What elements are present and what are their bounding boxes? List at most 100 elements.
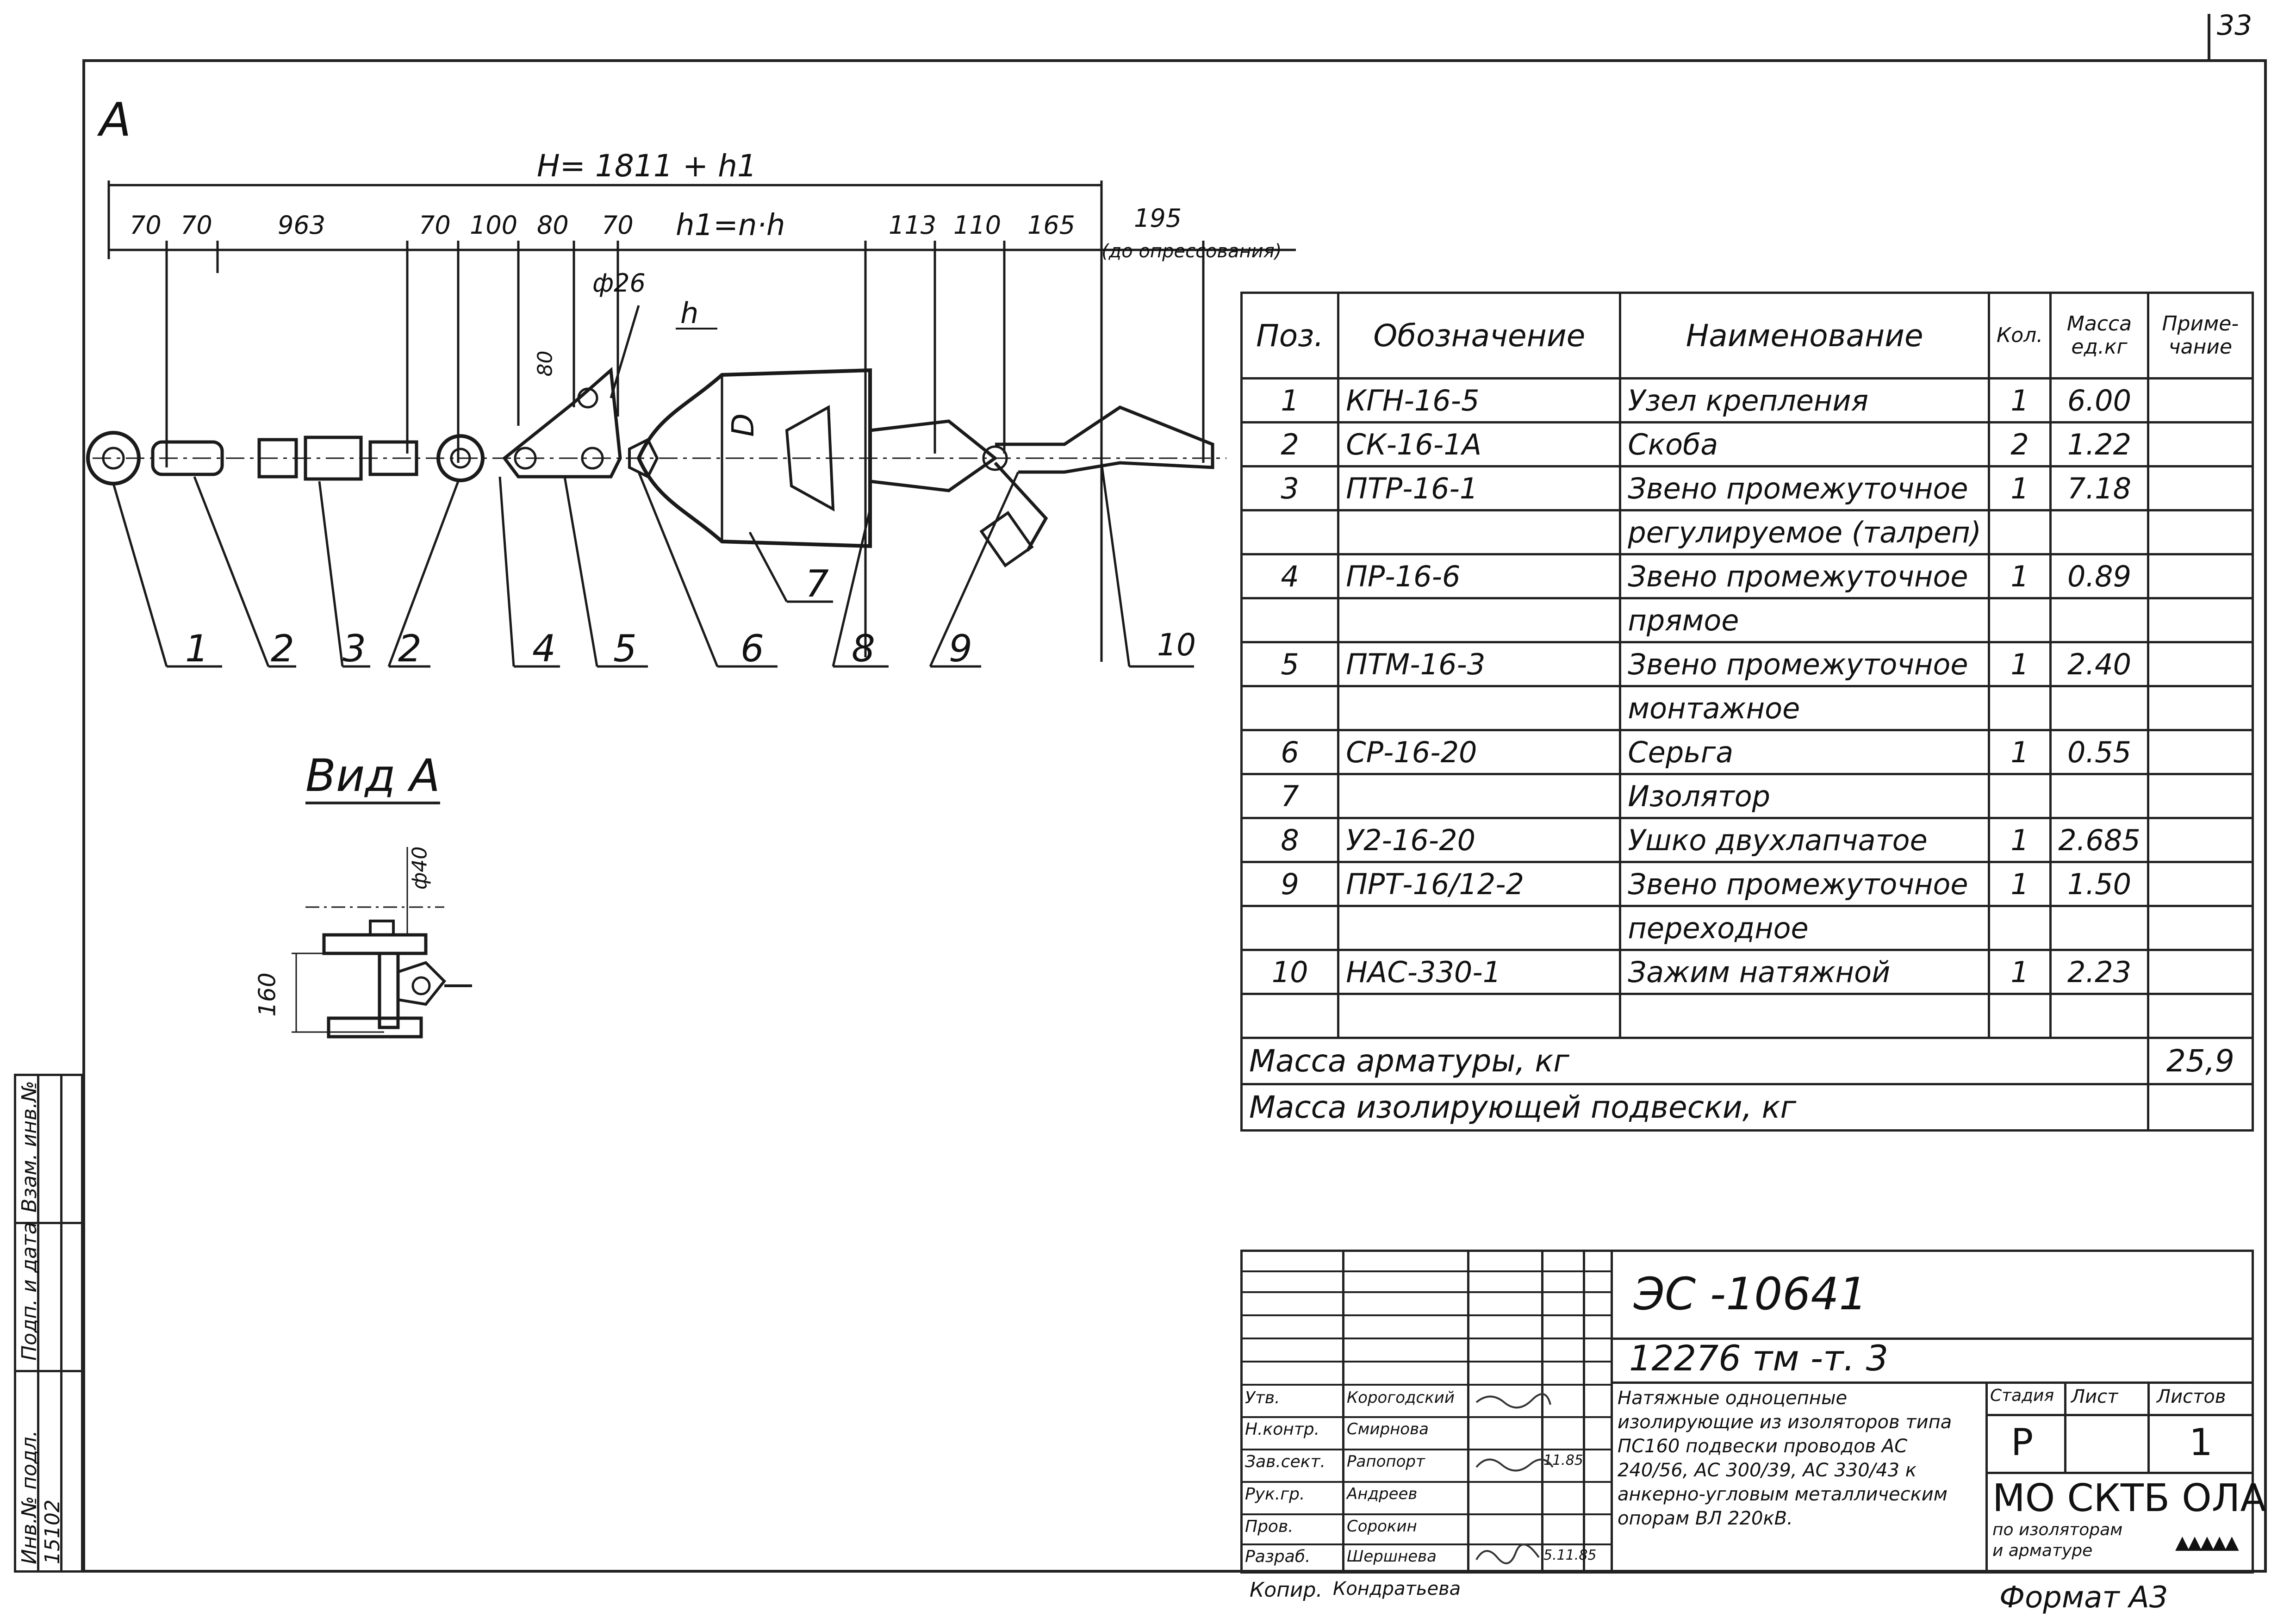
role-checked: Пров. <box>1245 1517 1294 1536</box>
role-developed: Разраб. <box>1245 1547 1311 1566</box>
row-designation: СР-16-20 <box>1337 729 1622 775</box>
row-designation: ПТМ-16-3 <box>1337 641 1622 687</box>
row-designation <box>1337 905 1622 951</box>
org-name: МО СКТБ ОЛА <box>1992 1476 2266 1520</box>
header-name: Наименование <box>1619 292 1990 380</box>
sheets-value: 1 <box>2189 1421 2213 1464</box>
row-qty: 1 <box>1987 553 2052 599</box>
row-mass: 1.22 <box>2049 421 2149 467</box>
view-marker: A <box>100 93 131 147</box>
dim-70-d: 70 <box>602 211 634 240</box>
dim-195: 195 <box>1134 204 1182 233</box>
org-logo-icon: ▲▲▲▲▲ <box>2175 1532 2239 1553</box>
org-line-2: по изоляторам <box>1992 1520 2123 1539</box>
header-designation: Обозначение <box>1337 292 1622 380</box>
callout-5: 5 <box>613 627 637 670</box>
drawing-code: 12276 тм -т. 3 <box>1629 1338 1889 1379</box>
person-sector-head: Рапопорт <box>1347 1452 1425 1471</box>
spec-header-row: Поз. Обозначение Наименование Кол. Масса… <box>1240 292 2254 380</box>
row-designation <box>1337 509 1622 555</box>
row-pos: 6 <box>1240 729 1340 775</box>
row-mass: 6.00 <box>2049 377 2149 423</box>
side-strip <box>14 1074 83 1573</box>
sheet-number: 33 <box>2217 9 2252 42</box>
row-name: переходное <box>1619 905 1990 951</box>
row-note <box>2147 685 2254 731</box>
vzam-label: Взам. инв.№ <box>18 1081 41 1213</box>
dim-963: 963 <box>278 211 326 240</box>
row-mass: 7.18 <box>2049 465 2149 511</box>
dim-70-a: 70 <box>130 211 162 240</box>
view-a-title: Вид А <box>305 750 440 804</box>
row-name: монтажное <box>1619 685 1990 731</box>
row-mass: 2.23 <box>2049 949 2149 995</box>
row-qty: 1 <box>1987 861 2052 907</box>
callout-3: 3 <box>342 627 366 670</box>
inv-value: 15102 <box>41 1500 64 1564</box>
title-block <box>1240 1250 2254 1574</box>
mass-suspension-value <box>2147 1083 2254 1132</box>
callout-4: 4 <box>532 627 556 670</box>
row-mass: 0.55 <box>2049 729 2149 775</box>
row-pos: 3 <box>1240 465 1340 511</box>
row-designation <box>1337 773 1622 819</box>
row-pos: 8 <box>1240 817 1340 863</box>
row-note <box>2147 729 2254 775</box>
row-note <box>2147 421 2254 467</box>
row-designation: У2-16-20 <box>1337 817 1622 863</box>
row-name: Звено промежуточное <box>1619 553 1990 599</box>
row-pos: 1 <box>1240 377 1340 423</box>
row-mass <box>2049 509 2149 555</box>
specification-table: Поз. Обозначение Наименование Кол. Масса… <box>1240 292 2254 1132</box>
mass-suspension-row: Масса изолирующей подвески, кг <box>1240 1083 2254 1132</box>
row-pos: 4 <box>1240 553 1340 599</box>
row-pos: 5 <box>1240 641 1340 687</box>
row-qty <box>1987 509 2052 555</box>
role-norm-control: Н.контр. <box>1245 1420 1320 1439</box>
row-note <box>2147 509 2254 555</box>
row-note <box>2147 641 2254 687</box>
row-qty <box>1987 905 2052 951</box>
sheet-number-tick <box>2208 14 2210 60</box>
dim-110: 110 <box>953 211 1002 240</box>
sheet-format: Формат А3 <box>1999 1580 2168 1615</box>
row-qty <box>1987 685 2052 731</box>
row-name: Серьга <box>1619 729 1990 775</box>
role-group-head: Рук.гр. <box>1245 1485 1305 1504</box>
dim-h1: h1=n·h <box>676 208 785 243</box>
callout-9: 9 <box>949 627 972 670</box>
stage-value: Р <box>2011 1421 2034 1464</box>
dim-step-h: h <box>680 296 699 330</box>
callout-10: 10 <box>1157 627 1196 663</box>
row-name: Звено промежуточное <box>1619 641 1990 687</box>
row-note <box>2147 597 2254 643</box>
dim-note: (до опрессования) <box>1101 241 1282 262</box>
table-row: прямое <box>1240 597 2254 643</box>
row-designation: ПТР-16-1 <box>1337 465 1622 511</box>
row-note <box>2147 465 2254 511</box>
header-mass: Масса ед.кг <box>2049 292 2149 380</box>
row-qty: 1 <box>1987 377 2052 423</box>
dim-70-b: 70 <box>180 211 212 240</box>
row-mass: 1.50 <box>2049 861 2149 907</box>
table-row: переходное <box>1240 905 2254 951</box>
row-note <box>2147 773 2254 819</box>
sheet-label: Лист <box>2071 1386 2118 1407</box>
row-name: Узел крепления <box>1619 377 1990 423</box>
row-name: Звено промежуточное <box>1619 465 1990 511</box>
row-qty <box>1987 597 2052 643</box>
row-name: Скоба <box>1619 421 1990 467</box>
row-pos: 2 <box>1240 421 1340 467</box>
callout-1: 1 <box>185 627 209 670</box>
row-name: Ушко двухлапчатое <box>1619 817 1990 863</box>
dim-165: 165 <box>1027 211 1076 240</box>
row-mass: 2.40 <box>2049 641 2149 687</box>
callout-8: 8 <box>852 627 875 670</box>
